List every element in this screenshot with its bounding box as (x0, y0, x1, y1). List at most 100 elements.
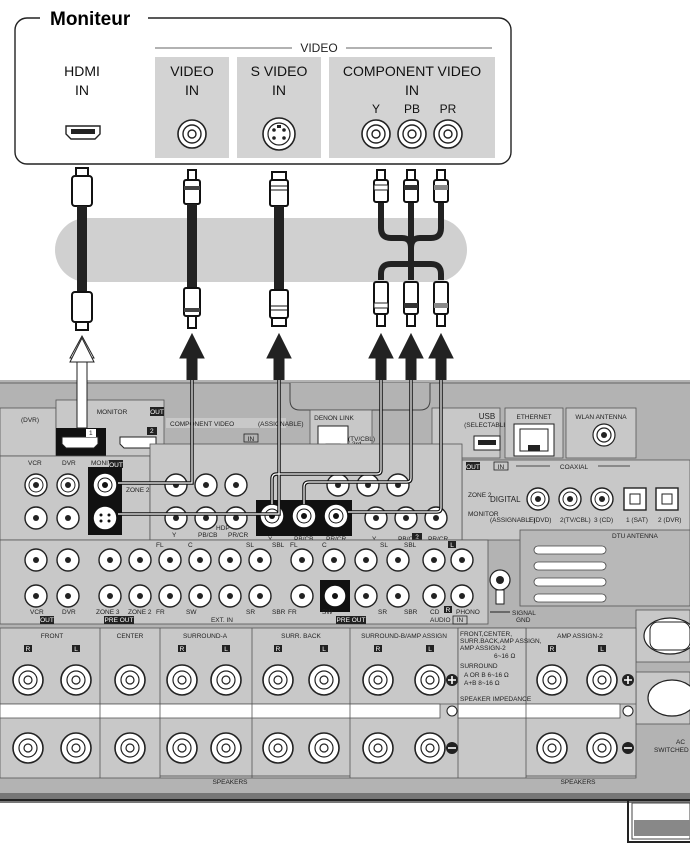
rl-badges: R L R L R L R L R L (24, 645, 606, 653)
bottom-zone2: ZONE 2 (128, 609, 152, 616)
monitor-title: Moniteur (50, 9, 131, 30)
receiver-panel: (DVR) MONITOR OUT 1 1 2 DENON LINK 3rd U… (0, 380, 690, 843)
component-out-2-badge: 2 (415, 534, 419, 541)
arrow-up-icon (428, 332, 454, 381)
row-label-monitor: MONITOR (91, 460, 122, 467)
ac-label: AC (676, 739, 685, 746)
digital-input-3: 3 (CD) (594, 517, 613, 524)
component-jack-icons (361, 119, 463, 149)
plus-icon (446, 674, 634, 686)
comp-label-y3: Y (372, 536, 377, 543)
pre-out-fl: FL (290, 542, 298, 549)
speakers-footer-right: SPEAKERS (560, 779, 596, 786)
speakers-amp-assign-2: AMP ASSIGN-2 (557, 633, 603, 640)
component-in-label: IN (405, 82, 419, 98)
digital-input-4: 1 (SAT) (626, 517, 648, 524)
comp-label-pr2: PR/CR (326, 536, 347, 543)
zone2-small-label: ZONE 2 (126, 487, 150, 494)
rca-jack-icon (177, 119, 207, 149)
digital-input-2: 2(TV/CBL) (560, 517, 591, 524)
speakers-footer-left: SPEAKERS (212, 779, 248, 786)
cd-label: CD (430, 609, 440, 616)
video-group-label: VIDEO (300, 41, 337, 55)
comp-label-pb1: PB/CB (198, 532, 218, 539)
bottom-out-badge: OUT (40, 617, 54, 624)
bottom-zone3: ZONE 3 (96, 609, 120, 616)
hdmi-arrow-up-icon (69, 336, 95, 429)
pre-out-sl: SL (380, 542, 388, 549)
speakers-surround-a: SURROUND-A (183, 633, 228, 640)
row-label-vcr: VCR (28, 460, 42, 467)
hdmi-port-2-badge: 2 (150, 428, 154, 435)
digital-input-0: (ASSIGNABLE) (490, 517, 536, 524)
out-badge-monitor: OUT (109, 462, 123, 469)
switched-label: SWITCHED (654, 747, 689, 754)
rl-badge: L (428, 646, 432, 653)
cables (71, 167, 449, 331)
arrow-up-icon (398, 332, 424, 381)
speakers-surround-b: SURROUND-B/AMP ASSIGN (361, 633, 447, 640)
coaxial-label: COAXIAL (560, 464, 589, 471)
video-cable (183, 169, 201, 329)
rl-badge: R (276, 646, 281, 653)
s-video-label: S VIDEO (251, 63, 308, 79)
impedance-line: SPEAKER IMPEDANCE (460, 696, 532, 703)
component-pb-label: PB (404, 102, 420, 116)
impedance-line: 6~16 Ω (494, 653, 515, 660)
s-video-in-label: IN (272, 82, 286, 98)
cable-band (55, 218, 467, 282)
optical-jacks (623, 487, 679, 511)
component-cables (373, 169, 449, 327)
rl-badge: L (224, 646, 228, 653)
connection-arrows (69, 332, 454, 381)
wlan-antenna-label: WLAN ANTENNA (575, 414, 627, 421)
arrow-up-icon (368, 332, 394, 381)
pre-out-fr: FR (288, 609, 297, 616)
comp-label-y1: Y (172, 532, 177, 539)
pre-out-label: PRE OUT (337, 617, 366, 624)
ground-terminal-icon (489, 569, 511, 613)
bottom-dvr: DVR (62, 609, 76, 616)
s-video-jack-icon (262, 117, 296, 151)
pre-out-sbl: SBL (404, 542, 417, 549)
coaxial-jacks (526, 487, 614, 511)
pre-out-sw: SW (322, 609, 333, 616)
pre-out-c: C (322, 542, 327, 549)
signal-label: SIGNAL (512, 610, 536, 617)
ext-in-sbr: SBR (272, 609, 286, 616)
speakers-surr-back: SURR. BACK (281, 633, 321, 640)
ext-in-sbl: SBL (272, 542, 285, 549)
monitor-panel: Moniteur VIDEO HDMI IN VIDEO IN S VIDEO … (14, 6, 512, 165)
usb-selectable-label: (SELECTABLE) (464, 422, 510, 429)
comp-label-pr1: PR/CR (228, 532, 249, 539)
left-rca-jacks (24, 473, 80, 530)
tv-cbl-label: (TV/CBL) (348, 436, 375, 443)
ext-in-sr: SR (246, 609, 255, 616)
arrow-up-icon (266, 332, 292, 381)
rl-badge: L (600, 646, 604, 653)
gnd-label: GND (516, 617, 531, 624)
component-label: COMPONENT VIDEO (343, 63, 481, 79)
ethernet-label: ETHERNET (516, 414, 551, 421)
hdmi-port-1-badge: 1 (89, 430, 93, 437)
minus-icon (446, 742, 634, 754)
r-badge-audio: R (446, 607, 451, 614)
comp-label-pb2: PB/CB (294, 536, 314, 543)
hdmi-label: HDMI (64, 63, 100, 79)
pre-out-sr: SR (378, 609, 387, 616)
ext-in-fr: FR (156, 609, 165, 616)
digital-label: DIGITAL (490, 495, 521, 504)
speakers-front: FRONT (41, 633, 63, 640)
component-video-label: COMPONENT VIDEO (170, 421, 234, 428)
rl-badge: R (180, 646, 185, 653)
l-badge-audio: L (450, 542, 454, 549)
impedance-line: AMP ASSIGN-2 (460, 645, 506, 652)
component-bottom-labels: Y PB/CB HDP PR/CR Y PB/CB PR/CR Y PB/CB … (172, 525, 449, 543)
hdmi-cable (71, 167, 93, 331)
out-badge-right: OUT (466, 464, 480, 471)
ext-in-label: EXT. IN (211, 617, 233, 624)
in-badge-coaxial: IN (498, 464, 505, 471)
denon-link-label: DENON LINK (314, 415, 354, 422)
impedance-line: SURROUND (460, 663, 498, 670)
